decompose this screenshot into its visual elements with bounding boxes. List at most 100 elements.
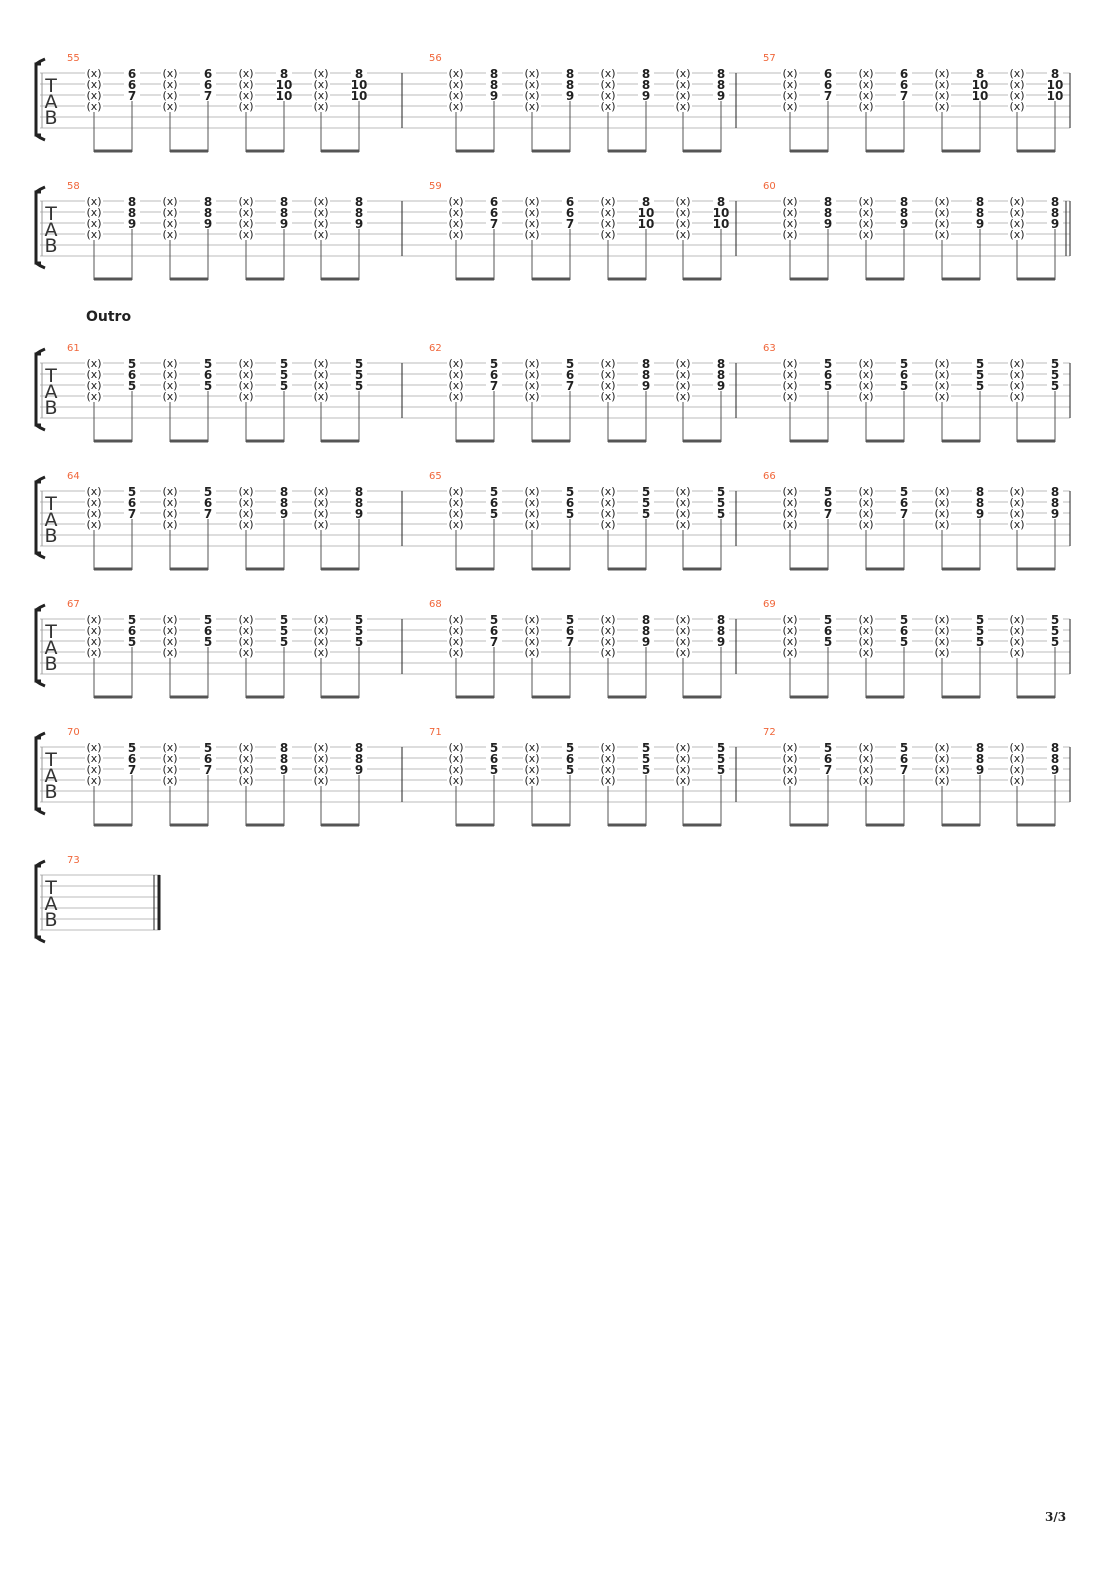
note-bg	[312, 636, 330, 646]
dead-note: (x)	[238, 195, 253, 208]
fret-number: 5	[824, 613, 832, 627]
beat: (x)(x)(x)(x)889	[237, 485, 292, 571]
note-bg	[857, 196, 875, 206]
beat: (x)(x)(x)(x)889	[599, 357, 654, 443]
note-bg	[237, 101, 255, 111]
dead-note: (x)	[448, 763, 463, 776]
dead-note: (x)	[782, 78, 797, 91]
note-bg	[638, 68, 654, 78]
dead-note: (x)	[600, 624, 615, 637]
note-bg	[896, 614, 912, 624]
tab-clef-letter: B	[44, 235, 57, 257]
fret-number: 8	[1051, 195, 1059, 209]
note-bg	[820, 742, 836, 752]
note-bg	[276, 79, 292, 89]
note-bg	[857, 218, 875, 228]
beat: (x)(x)(x)(x)889	[933, 741, 988, 827]
note-bg	[486, 90, 502, 100]
note-bg	[85, 68, 103, 78]
fret-number: 9	[824, 217, 832, 231]
note-bg	[523, 358, 541, 368]
dead-note: (x)	[86, 518, 101, 531]
note-bg	[1008, 508, 1026, 518]
note-bg	[200, 68, 216, 78]
note-bg	[200, 614, 216, 624]
staff-bracket	[34, 185, 46, 270]
dead-note: (x)	[858, 613, 873, 626]
dead-note: (x)	[86, 752, 101, 765]
note-bg	[857, 764, 875, 774]
dead-note: (x)	[858, 624, 873, 637]
note-bg	[237, 358, 255, 368]
dead-note: (x)	[524, 496, 539, 509]
dead-note: (x)	[86, 357, 101, 370]
fret-number: 5	[824, 741, 832, 755]
beat: (x)(x)(x)(x)565	[523, 485, 578, 571]
beat: (x)(x)(x)(x)889	[312, 485, 367, 571]
note-bg	[276, 207, 292, 217]
dead-note: (x)	[600, 507, 615, 520]
dead-note: (x)	[1009, 67, 1024, 80]
fret-number: 5	[1051, 357, 1059, 371]
note-bg	[820, 196, 836, 206]
fret-number: 8	[642, 67, 650, 81]
note-bg	[599, 380, 617, 390]
fret-number: 8	[490, 78, 498, 92]
dead-note: (x)	[86, 67, 101, 80]
fret-number: 6	[824, 368, 832, 382]
dead-note: (x)	[313, 646, 328, 659]
fret-number: 9	[1051, 507, 1059, 521]
note-bg	[857, 101, 875, 111]
note-bg	[312, 391, 330, 401]
fret-number: 5	[976, 613, 984, 627]
note-bg	[523, 68, 541, 78]
dead-note: (x)	[86, 763, 101, 776]
note-bg	[161, 68, 179, 78]
tab-clef-letter: A	[45, 91, 58, 113]
note-bg	[276, 625, 292, 635]
note-bg	[638, 369, 654, 379]
note-bg	[638, 196, 654, 206]
beat: (x)(x)(x)(x)565	[523, 741, 578, 827]
note-bg	[820, 207, 836, 217]
note-bg	[933, 647, 951, 657]
beat: (x)(x)(x)(x)667	[85, 67, 140, 153]
fret-number: 9	[128, 217, 136, 231]
note-bg	[523, 636, 541, 646]
note-bg	[523, 229, 541, 239]
note-bg	[820, 380, 836, 390]
dead-note: (x)	[600, 357, 615, 370]
fret-number: 5	[1051, 368, 1059, 382]
note-bg	[933, 519, 951, 529]
note-bg	[447, 486, 465, 496]
note-bg	[713, 508, 729, 518]
note-bg	[1008, 369, 1026, 379]
dead-note: (x)	[313, 89, 328, 102]
fret-number: 8	[566, 67, 574, 81]
tab-clef-letter: A	[45, 893, 58, 915]
note-bg	[85, 101, 103, 111]
fret-number: 5	[355, 357, 363, 371]
fret-number: 5	[642, 485, 650, 499]
dead-note: (x)	[1009, 507, 1024, 520]
note-bg	[276, 358, 292, 368]
dead-note: (x)	[675, 217, 690, 230]
note-bg	[562, 486, 578, 496]
note-bg	[562, 636, 578, 646]
dead-note: (x)	[782, 485, 797, 498]
tab-clef-letter: B	[44, 107, 57, 129]
fret-number: 5	[642, 496, 650, 510]
dead-note: (x)	[858, 635, 873, 648]
dead-note: (x)	[86, 89, 101, 102]
beat: (x)(x)(x)(x)555	[237, 613, 292, 699]
dead-note: (x)	[448, 485, 463, 498]
fret-number: 8	[642, 78, 650, 92]
dead-note: (x)	[86, 741, 101, 754]
note-bg	[447, 647, 465, 657]
dead-note: (x)	[86, 228, 101, 241]
note-bg	[85, 486, 103, 496]
dead-note: (x)	[675, 496, 690, 509]
beat: (x)(x)(x)(x)565	[161, 613, 216, 699]
fret-number: 5	[1051, 613, 1059, 627]
